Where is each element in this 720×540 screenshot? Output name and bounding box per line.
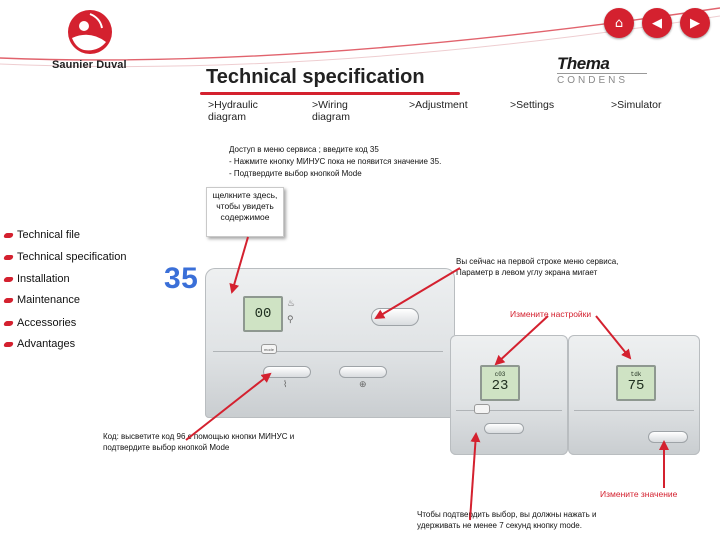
mode-button[interactable]: mode — [261, 344, 277, 354]
right-lcd-value: 75 — [627, 378, 645, 394]
instruction-line-3: - Подтвердите выбор кнопкой Mode — [229, 169, 362, 178]
tab-adjustment[interactable]: >Adjustment — [409, 99, 468, 111]
brand-name: Saunier Duval — [52, 59, 127, 71]
menu-item-label: Advantages — [17, 338, 76, 350]
menu-item-advantages[interactable]: Advantages — [3, 338, 76, 350]
menu-item-label: Accessories — [17, 317, 77, 329]
main-lcd-display: 00 — [243, 296, 283, 332]
boiler-panel-right: tdk 75 — [568, 335, 700, 455]
arrow-to-mode-button — [469, 432, 481, 521]
note-first-row: Вы сейчас на первой строке меню сервиса,… — [456, 257, 619, 277]
menu-item-installation[interactable]: Installation — [3, 273, 70, 285]
note-change-value: Измените значение — [600, 489, 678, 499]
dhw-button[interactable] — [339, 366, 387, 378]
right-lcd-code: tdk — [630, 371, 642, 378]
back-arrow-icon[interactable]: ◀ — [642, 8, 672, 38]
arrow-to-middle-display — [494, 315, 549, 366]
arrow-to-minus-button — [185, 372, 272, 441]
menu-item-label: Technical specification — [17, 251, 127, 263]
nav-icons: ⌂ ◀ ▶ — [604, 8, 710, 38]
mode-button-label: mode — [263, 347, 274, 352]
thema-condens-logo: Thema CONDENS — [557, 54, 647, 86]
service-instructions: Доступ в меню сервиса ; введите код 35 -… — [229, 144, 441, 180]
thema-wordmark: Thema — [557, 54, 610, 73]
menu-item-maintenance[interactable]: Maintenance — [3, 294, 80, 306]
radiator-icon: ⌇ — [283, 379, 288, 389]
condens-wordmark: CONDENS — [557, 73, 647, 86]
title-underline — [200, 92, 460, 95]
service-code-value: 35 — [164, 262, 199, 295]
right-lcd-display: tdk 75 — [616, 365, 656, 401]
middle-lcd-value: 23 — [491, 378, 509, 394]
panel-divider — [213, 351, 443, 352]
arrow-to-main-display — [229, 236, 249, 294]
menu-item-accessories[interactable]: Accessories — [3, 317, 77, 329]
click-here-callout[interactable]: щелкните здесь, чтобы увидеть содержимое — [206, 187, 284, 237]
tab-simulator[interactable]: >Simulator — [611, 99, 662, 111]
heating-button-middle[interactable] — [484, 423, 524, 434]
forward-arrow-icon[interactable]: ▶ — [680, 8, 710, 38]
middle-lcd-display: c03 23 — [480, 365, 520, 401]
tab-hydraulic-diagram[interactable]: >Hydraulic diagram — [208, 99, 258, 123]
back-glyph: ◀ — [652, 15, 662, 31]
tab-bar: >Hydraulic diagram >Wiring diagram >Adju… — [0, 99, 720, 133]
menu-item-technical-specification[interactable]: Technical specification — [3, 251, 127, 263]
page-title: Technical specification — [206, 66, 425, 88]
tab-settings[interactable]: >Settings — [510, 99, 555, 111]
boiler-panel-middle: c03 23 — [450, 335, 568, 455]
instruction-line-2: - Нажмите кнопку МИНУС пока не появится … — [229, 157, 442, 166]
menu-item-technical-file[interactable]: Technical file — [3, 229, 80, 241]
menu-item-label: Technical file — [17, 229, 80, 241]
tap-icon: ⚲ — [287, 314, 294, 324]
tab-wiring-diagram[interactable]: >Wiring diagram — [312, 99, 350, 123]
mode-button-middle[interactable] — [474, 404, 490, 414]
note-confirm: Чтобы подтвердить выбор, вы должны нажат… — [417, 510, 597, 530]
arrow-to-plus-minus — [374, 267, 461, 320]
panel-divider — [574, 410, 694, 411]
note-change-settings: Измените настройки — [510, 309, 592, 319]
panel-divider — [456, 410, 562, 411]
main-lcd-value: 00 — [254, 306, 272, 322]
heating-button[interactable] — [263, 366, 311, 378]
middle-lcd-code: c03 — [494, 371, 506, 378]
flame-icon: ♨ — [287, 298, 296, 308]
forward-glyph: ▶ — [690, 15, 700, 31]
home-glyph: ⌂ — [614, 15, 624, 31]
menu-item-label: Installation — [17, 273, 70, 285]
instruction-line-1: Доступ в меню сервиса ; введите код 35 — [229, 145, 379, 154]
home-icon[interactable]: ⌂ — [604, 8, 634, 38]
saunier-duval-logo — [68, 10, 112, 54]
arrow-to-right-display — [595, 315, 632, 360]
tap-small-icon: ⊕ — [359, 379, 367, 389]
menu-item-label: Maintenance — [17, 294, 80, 306]
